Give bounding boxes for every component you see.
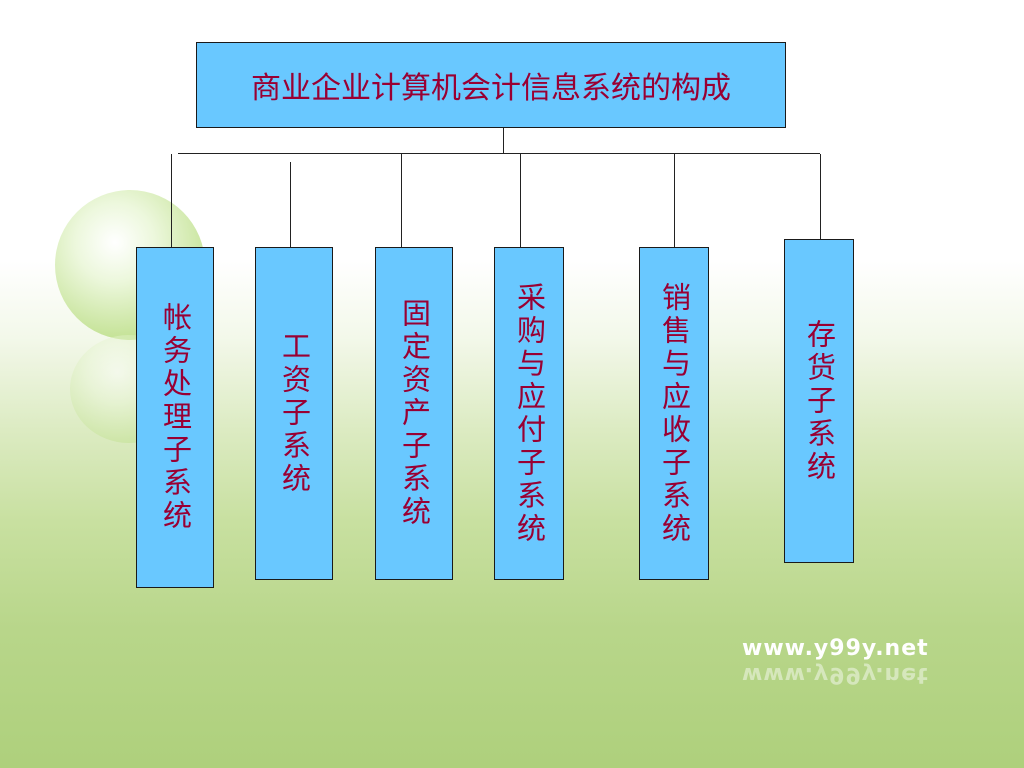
subsystem-label-1: 帐务处理子系统 xyxy=(158,302,193,533)
subsystem-node-1: 帐务处理子系统 xyxy=(136,247,214,588)
subsystem-label-4: 采购与应付子系统 xyxy=(512,281,547,546)
subsystem-node-5: 销售与应收子系统 xyxy=(639,247,709,580)
subsystem-node-3: 固定资产子系统 xyxy=(375,247,453,580)
watermark-reflection: www.y99y.net xyxy=(742,662,929,687)
root-node: 商业企业计算机会计信息系统的构成 xyxy=(196,42,786,128)
subsystem-label-5: 销售与应收子系统 xyxy=(657,281,692,546)
subsystem-node-4: 采购与应付子系统 xyxy=(494,247,564,580)
subsystem-label-6: 存货子系统 xyxy=(802,318,837,484)
watermark: www.y99y.net xyxy=(742,636,929,661)
subsystem-node-6: 存货子系统 xyxy=(784,239,854,563)
branch-connector-3 xyxy=(401,154,402,247)
branch-connector-5 xyxy=(674,154,675,247)
horizontal-connector xyxy=(178,153,820,154)
root-node-label: 商业企业计算机会计信息系统的构成 xyxy=(251,71,731,106)
branch-connector-6 xyxy=(820,154,821,239)
root-connector xyxy=(503,128,504,154)
subsystem-label-3: 固定资产子系统 xyxy=(397,298,432,529)
branch-connector-4 xyxy=(520,154,521,247)
subsystem-node-2: 工资子系统 xyxy=(255,247,333,580)
branch-connector-1 xyxy=(171,154,172,247)
subsystem-label-2: 工资子系统 xyxy=(277,331,312,496)
branch-connector-2 xyxy=(290,162,291,247)
